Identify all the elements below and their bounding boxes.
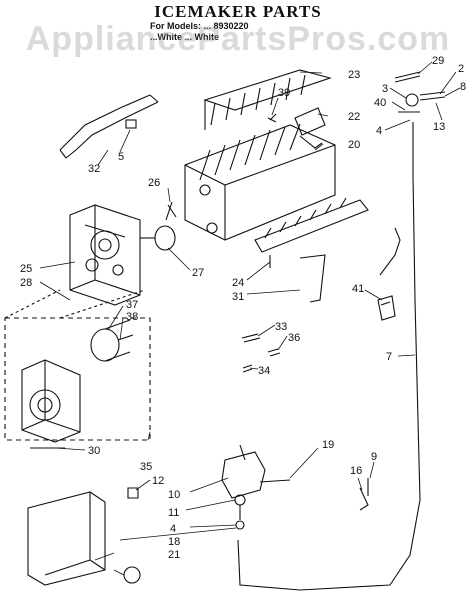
leader-lines [39,61,461,576]
callout-21: 21 [168,549,180,561]
inlet-fitting-part [394,71,446,113]
small-parts-16-9 [359,478,369,511]
callout-32: 32 [88,163,100,175]
callout-7: 7 [386,351,392,363]
motor-module-part [69,204,141,306]
callout-3: 3 [382,83,388,95]
callout-18: 18 [168,536,180,548]
cap-12-part [127,487,139,499]
callout-35: 35 [140,461,152,473]
clip-part [377,295,396,321]
icemaker-mold-part [184,123,336,241]
gear-housing-part [21,359,81,449]
cover-part [27,491,141,586]
callout-31: 31 [232,291,244,303]
callout-2: 2 [458,63,464,75]
page-title: ICEMAKER PARTS [154,2,322,21]
callout-34: 34 [258,365,270,377]
callout-labels: 32 5 26 25 28 27 37 38 30 35 23 39 22 20… [20,55,466,561]
callout-25: 25 [20,263,32,275]
callout-9: 9 [371,451,377,463]
callout-28: 28 [20,277,32,289]
callout-40: 40 [374,97,386,109]
screws-part [241,333,281,373]
callout-13: 13 [433,121,445,133]
callout-38: 38 [126,311,138,323]
callout-24: 24 [232,277,244,289]
callout-36: 36 [288,332,300,344]
callout-11: 11 [168,507,179,519]
callout-33: 33 [275,321,287,333]
callout-20: 20 [348,139,360,151]
motor-inset-part [90,319,134,362]
callout-12: 12 [152,475,164,487]
callout-10: 10 [168,489,180,501]
wire-arm-part [237,122,421,591]
callout-39: 39 [278,87,290,99]
bracket-part [294,107,326,149]
callout-4-bottom: 4 [170,523,176,535]
callout-19: 19 [322,439,334,451]
callout-27: 27 [192,267,204,279]
callout-4-top: 4 [376,125,382,137]
screw-39-part [267,113,277,123]
callout-22: 22 [348,111,360,123]
callout-41: 41 [352,283,364,295]
inset-box [4,289,151,441]
coupler-part [140,201,177,251]
callout-29: 29 [432,55,444,67]
model-line-2: ...White ... White [150,32,219,42]
callout-5: 5 [118,151,124,163]
water-valve-part [221,444,291,530]
callout-23: 23 [348,69,360,81]
heater-part [254,197,369,303]
callout-30: 30 [88,445,100,457]
callout-8: 8 [460,81,466,93]
model-list: For Models: ... 8930220 ...White ... Whi… [150,21,249,43]
fill-tube-part [59,94,159,159]
callout-16: 16 [350,465,362,477]
model-line-1: For Models: ... 8930220 [150,21,249,31]
ejector-blade-part [203,69,332,130]
callout-26: 26 [148,177,160,189]
callout-37: 37 [126,299,138,311]
